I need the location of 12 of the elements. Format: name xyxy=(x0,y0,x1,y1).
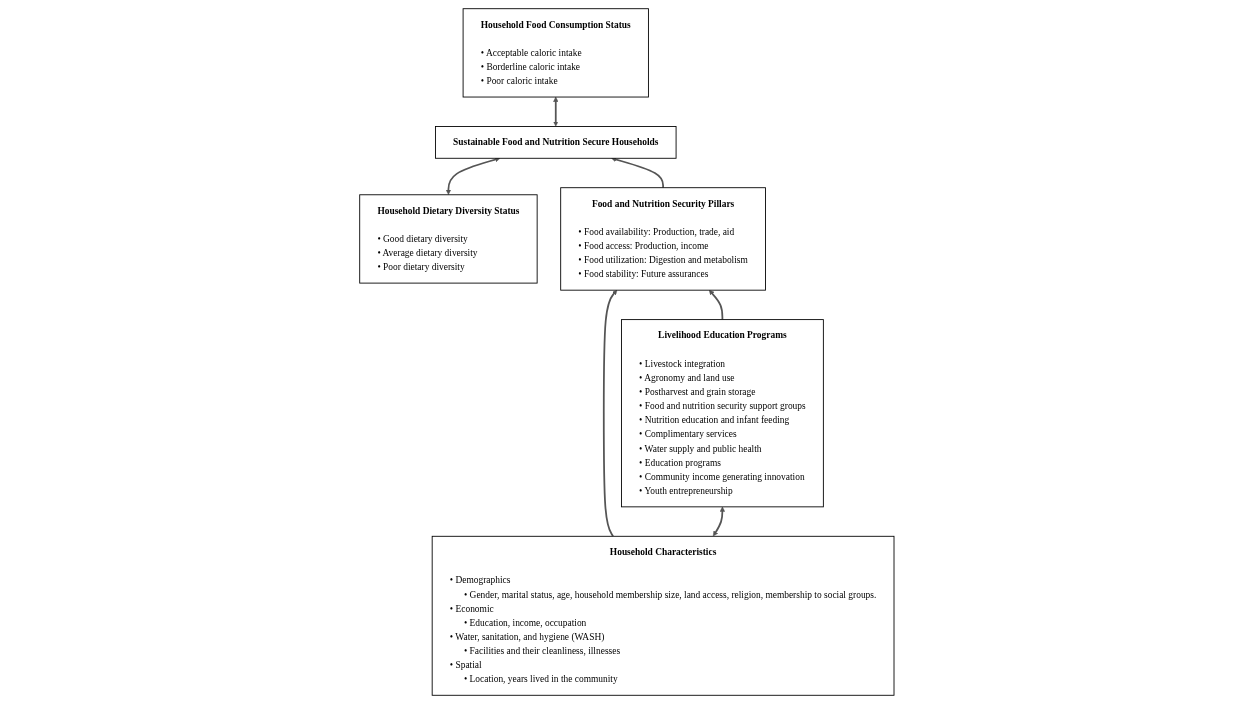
node-box: Household Food Consumption Status • Acceptable caloric intake • Borderline caloric intake • Poor caloric intake xyxy=(462,8,649,98)
node-box: Household Characteristics • Demographics • Gender, marital status, age, household membership size, land access, religion, membership to social groups. • Economic • Education, income, occupation • Water, sanitation, and hygiene (WASH) • Facilities and their cleanliness, illnesses • Spatial • Location, years lived in the community xyxy=(431,535,895,696)
arrow xyxy=(446,157,501,195)
arrow xyxy=(709,289,724,321)
arrow xyxy=(713,506,726,537)
arrow xyxy=(611,157,665,189)
node-box: Livelihood Education Programs • Livestock integration • Agronomy and land use • Postharvest and grain storage • Food and nutrition security support groups • Nutrition education and infant feeding • Complimentary services • Water supply and public health • Education programs • Community income generating innovation • Youth entrepreneurship xyxy=(621,319,824,508)
arrow xyxy=(603,289,618,538)
node-box: Sustainable Food and Nutrition Secure Households xyxy=(435,126,677,159)
node-box: Household Dietary Diversity Status • Good dietary diversity • Average dietary diversity • Poor dietary diversity xyxy=(359,194,538,284)
arrow xyxy=(553,96,559,127)
node-box: Food and Nutrition Security Pillars • Food availability: Production, trade, aid • Food access: Production, income • Food utilization: Digestion and metabolism • Food stability: Future assurances xyxy=(560,187,767,291)
